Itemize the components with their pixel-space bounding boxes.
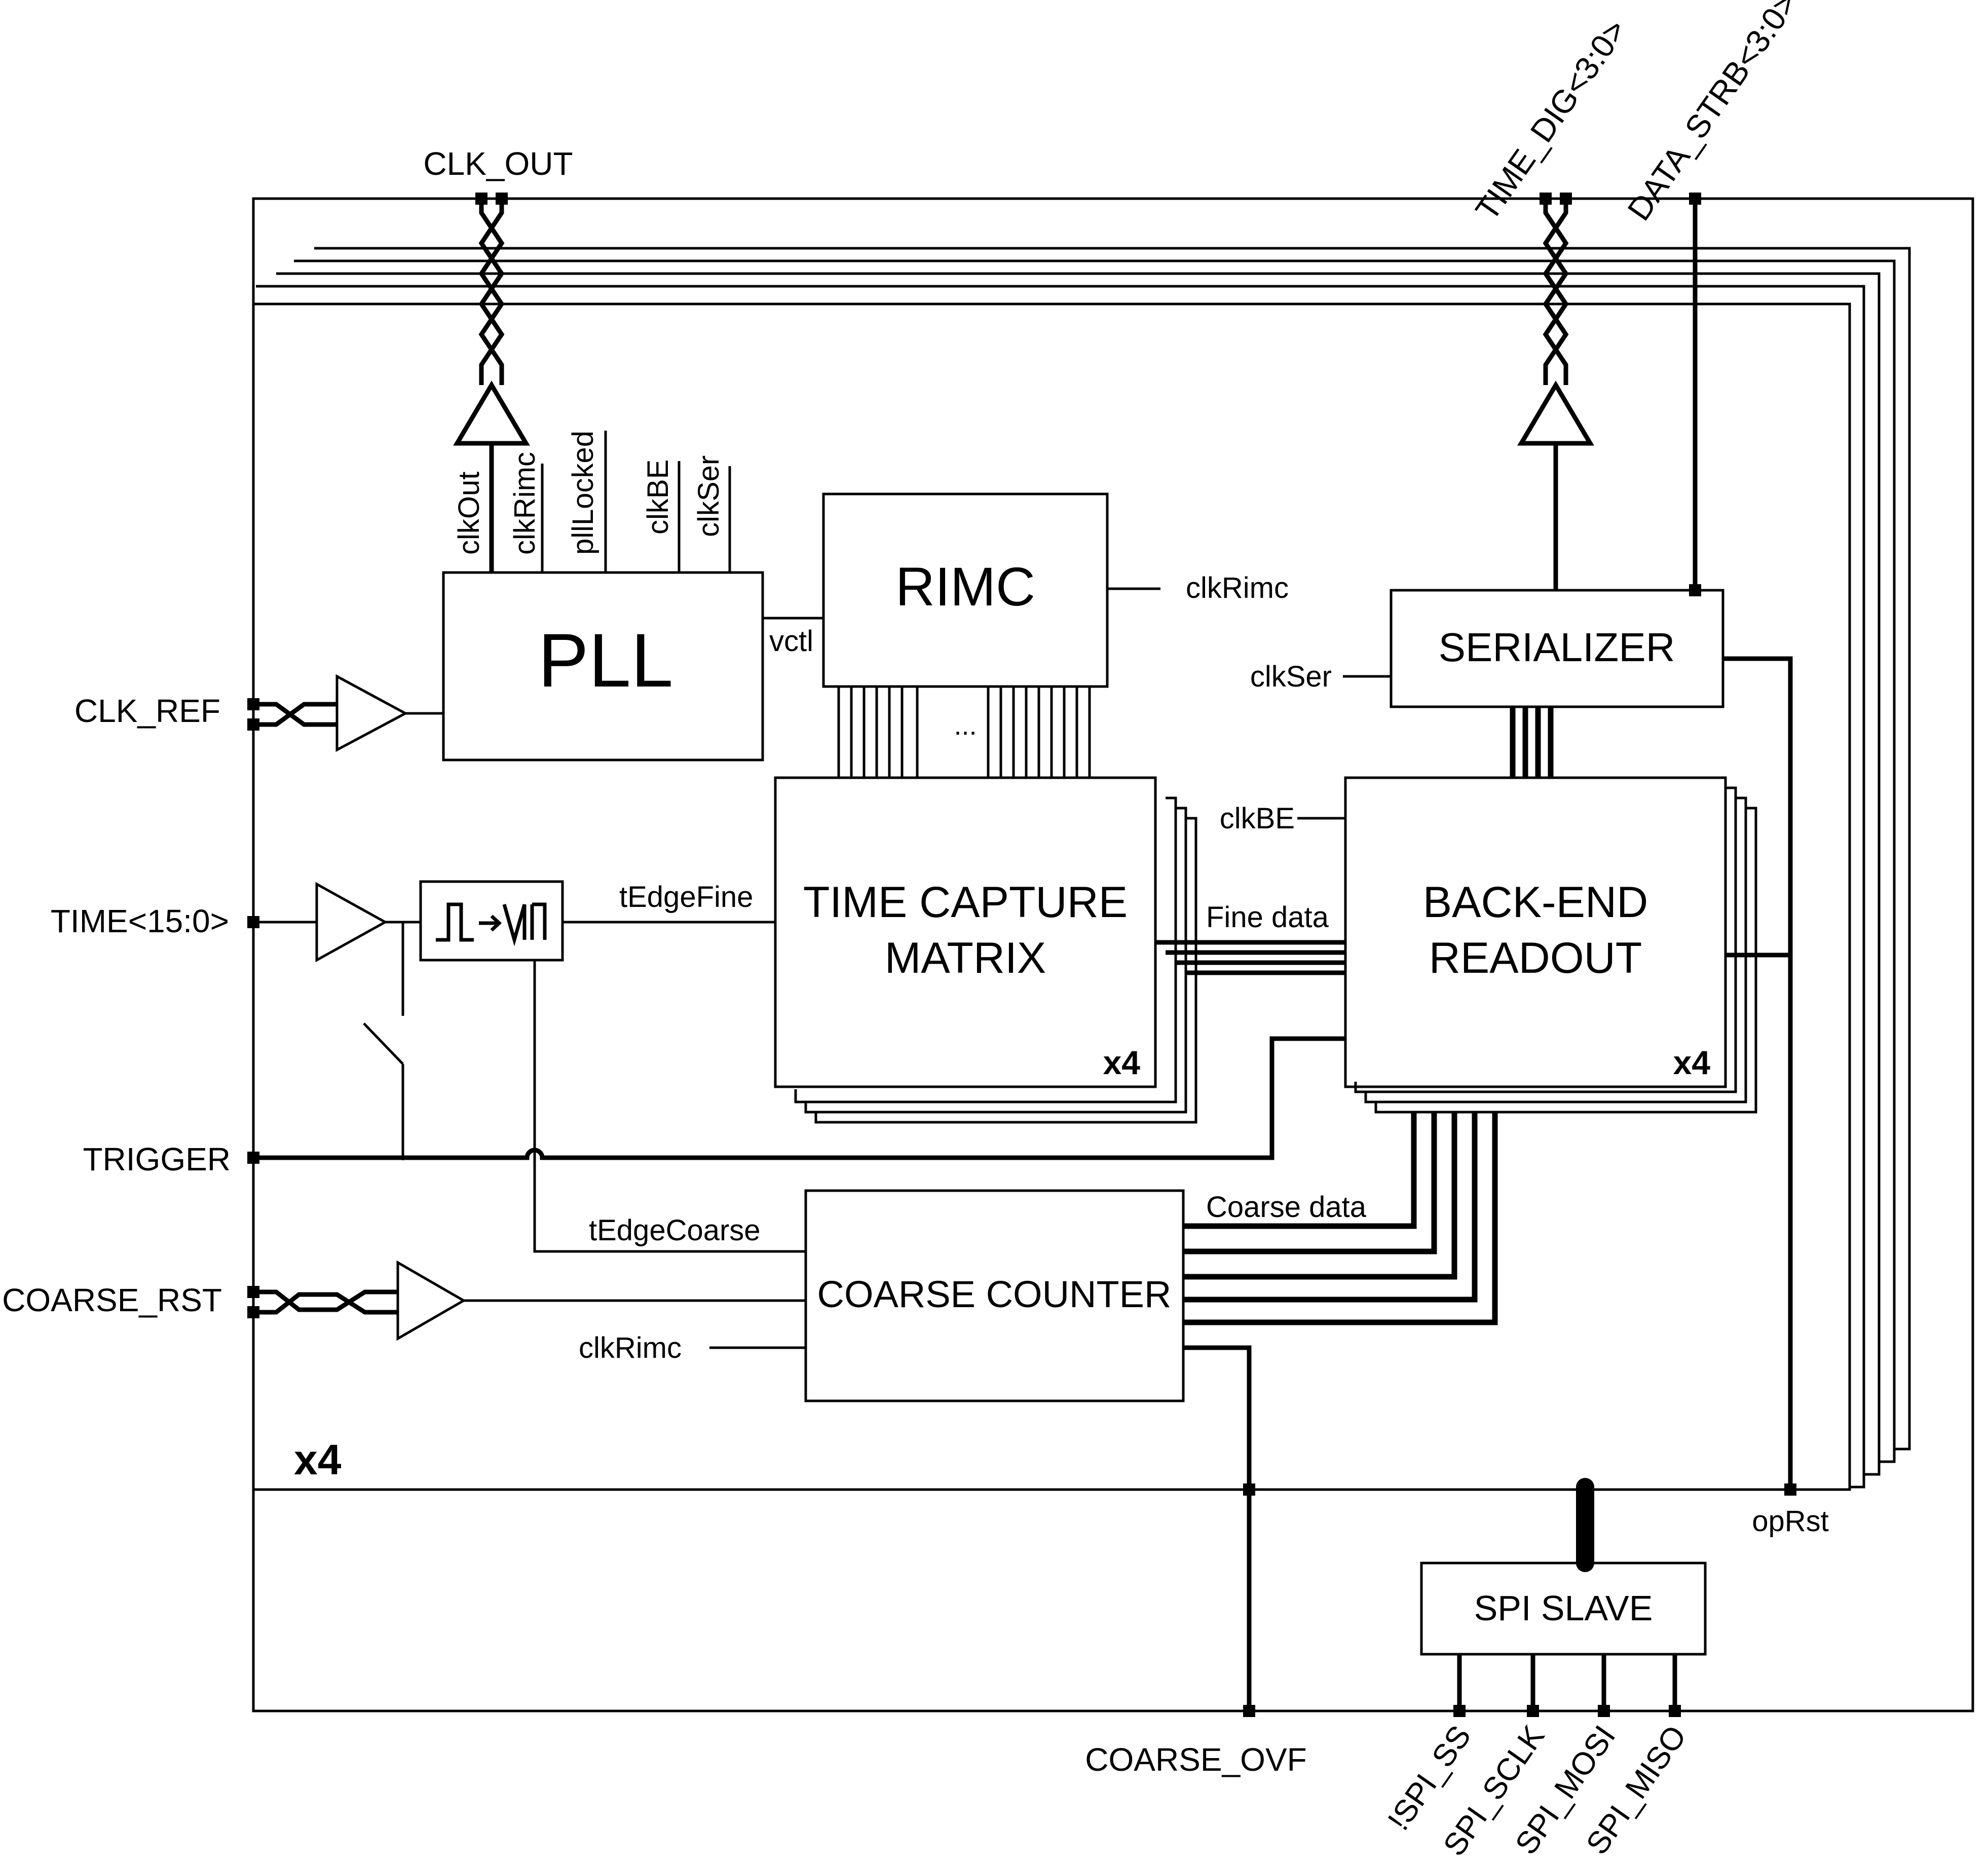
clk-ref-diff-pair <box>258 702 337 727</box>
rimc-label: RIMC <box>895 556 1035 617</box>
pll-signal-clkout: clkOut <box>453 472 485 555</box>
ber-label-line1: BACK-END <box>1423 878 1648 927</box>
ber-multiplier: x4 <box>1673 1044 1711 1081</box>
port-pin-clk-ref-n <box>247 718 259 731</box>
time-capture-matrix-block <box>774 776 1157 1088</box>
port-pin-spi-mosi <box>1598 1705 1610 1717</box>
clk-ref-buffer-icon <box>335 674 408 752</box>
oprst-wires <box>1723 656 1793 1490</box>
tedgecoarse-wire <box>533 960 806 1253</box>
tcm-label-line1: TIME CAPTURE <box>803 878 1128 927</box>
serializer-input-bus <box>1510 707 1554 778</box>
rimc-tap-bus <box>837 687 1091 778</box>
port-pin-clk-ref-p <box>247 698 259 710</box>
ber-label-line2: READOUT <box>1429 934 1642 982</box>
port-pin-coarse-rst-n <box>247 1306 259 1318</box>
channel-stack-frames <box>256 247 1911 1489</box>
port-pin-spi-miso <box>1669 1705 1681 1717</box>
tcm-multiplier: x4 <box>1103 1044 1141 1081</box>
vctl-label: vctl <box>769 625 813 658</box>
clk-out-buffer-icon <box>453 380 530 446</box>
coarse-data-label: Coarse data <box>1206 1191 1367 1224</box>
coarse-counter-label: COARSE COUNTER <box>817 1273 1172 1315</box>
time-dig-buffer-icon <box>1517 380 1594 446</box>
time-buffer-icon <box>315 882 388 963</box>
port-pin-coarse-ovf <box>1243 1705 1255 1717</box>
coarse-counter-block <box>804 1189 1185 1402</box>
coarse-rst-diff-pair <box>258 1289 398 1315</box>
port-label-clk-out: CLK_OUT <box>423 145 573 182</box>
edge-detector-block <box>419 880 564 962</box>
oprst-pin <box>1784 1483 1796 1496</box>
ber-signal-clkbe: clkBE <box>1220 802 1295 835</box>
rimc-signal-clkrimc: clkRimc <box>1186 572 1289 604</box>
port-pin-spi-sclk <box>1527 1705 1539 1717</box>
coarse-rst-buffer-icon <box>396 1260 467 1341</box>
port-pin-coarse-rst-p <box>247 1286 259 1298</box>
port-label-time: TIME<15:0> <box>51 903 229 939</box>
port-label-data-strb: DATA_STRB<3:0> <box>1620 0 1805 227</box>
pll-signal-clkser: clkSer <box>692 455 725 537</box>
port-label-coarse-ovf: COARSE_OVF <box>1085 1741 1306 1778</box>
pll-signal-plllocked: pllLocked <box>567 431 599 555</box>
pll-signal-clkbe: clkBE <box>642 460 674 535</box>
port-label-coarse-rst: COARSE_RST <box>2 1282 222 1318</box>
back-end-readout-block <box>1344 776 1727 1088</box>
pll-block <box>442 571 764 761</box>
serializer-label: SERIALIZER <box>1439 625 1675 670</box>
pll-signal-clkrimc: clkRimc <box>508 452 541 555</box>
oprst-label: opRst <box>1752 1505 1829 1538</box>
spi-pin-wires <box>1457 1654 1677 1711</box>
channel-multiplier: x4 <box>294 1436 342 1483</box>
coarse-ovf-wire <box>1183 1345 1252 1711</box>
fine-data-bus <box>1155 940 1345 975</box>
edge-detector-icon <box>436 902 547 946</box>
port-pin-spi-ss <box>1453 1705 1466 1717</box>
trigger-wire <box>253 1036 1345 1160</box>
chip-boundary <box>252 197 1974 1712</box>
pll-label: PLL <box>538 618 673 703</box>
tedgecoarse-label: tEdgeCoarse <box>589 1214 761 1247</box>
rimc-block <box>822 492 1109 688</box>
serializer-signal-clkser: clkSer <box>1250 660 1332 693</box>
rimc-tap-ellipsis: ... <box>954 710 977 741</box>
tcm-stack <box>794 796 1197 1124</box>
spi-slave-block <box>1420 1562 1707 1656</box>
fine-data-label: Fine data <box>1206 901 1329 934</box>
clk-out-diff-pair <box>478 203 505 385</box>
cc-signal-clkrimc: clkRimc <box>579 1331 682 1364</box>
port-label-clk-ref: CLK_REF <box>74 693 220 729</box>
tcm-label-line2: MATRIX <box>885 934 1046 982</box>
time-dig-diff-pair <box>1543 203 1569 385</box>
channel-frame <box>252 302 1851 1491</box>
coarse-data-bus <box>1183 1112 1498 1325</box>
trigger-switch-icon <box>363 1022 404 1160</box>
pll-output-stubs <box>541 431 731 573</box>
serializer-block <box>1390 589 1724 708</box>
spi-slave-label: SPI SLAVE <box>1474 1588 1653 1628</box>
tedgefine-label: tEdgeFine <box>619 881 753 913</box>
port-label-trigger: TRIGGER <box>83 1141 231 1177</box>
ber-stack <box>1354 786 1757 1114</box>
